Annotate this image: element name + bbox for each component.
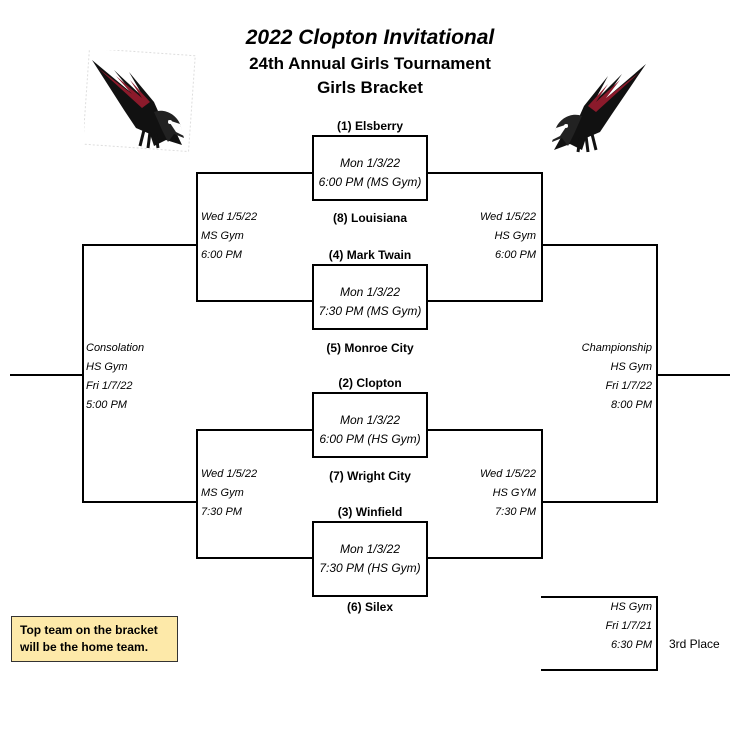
team-name: (5) Monroe City — [326, 341, 414, 355]
bracket-line — [82, 501, 198, 503]
eagle-mascot-icon — [84, 50, 196, 152]
bracket-line — [541, 501, 658, 503]
bracket-line — [196, 300, 313, 302]
bracket-line — [427, 557, 543, 559]
team-name: (3) Winfield — [337, 505, 403, 519]
game-date: Mon 1/3/22 — [339, 156, 401, 170]
team-name: (7) Wright City — [329, 469, 411, 483]
game-date: Mon 1/3/22 — [339, 542, 401, 556]
bracket-line — [196, 429, 313, 431]
game-time: 7:30 PM (MS Gym) — [318, 304, 422, 318]
bracket-line — [10, 374, 84, 376]
game-time: 6:00 PM (MS Gym) — [318, 175, 422, 189]
game-box: Mon 1/3/22 6:00 PM (MS Gym) — [312, 135, 428, 201]
page-title: 2022 Clopton Invitational — [245, 26, 495, 49]
bracket-line — [196, 557, 313, 559]
bracket-line — [541, 244, 658, 246]
bracket-line — [82, 244, 84, 503]
third-place-info: HS Gym Fri 1/7/21 6:30 PM — [605, 601, 652, 651]
team-name: (1) Elsberry — [336, 119, 404, 133]
game-date: Mon 1/3/22 — [339, 413, 401, 427]
game-box: Mon 1/3/22 6:00 PM (HS Gym) — [312, 392, 428, 458]
home-team-note: Top team on the bracket will be the home… — [11, 616, 178, 662]
team-name: (2) Clopton — [338, 376, 402, 390]
bracket-line — [656, 596, 658, 671]
game-time: 6:00 PM (HS Gym) — [319, 432, 421, 446]
bracket-line — [541, 429, 543, 559]
consolation-info: Consolation HS Gym Fri 1/7/22 5:00 PM — [86, 342, 145, 411]
bracket-line — [196, 172, 313, 174]
third-place-label: 3rd Place — [669, 637, 720, 651]
game-info: Wed 1/5/22 HS GYM 7:30 PM — [479, 468, 536, 518]
bracket-name: Girls Bracket — [317, 78, 423, 97]
bracket-line — [427, 300, 543, 302]
bracket-line — [196, 429, 198, 559]
game-box: Mon 1/3/22 7:30 PM (MS Gym) — [312, 264, 428, 330]
bracket-line — [427, 172, 543, 174]
bracket-line — [656, 244, 658, 503]
bracket-line — [541, 596, 658, 598]
page-subtitle: 24th Annual Girls Tournament — [249, 54, 491, 73]
team-name: (4) Mark Twain — [328, 248, 412, 262]
bracket-line — [427, 429, 543, 431]
bracket-line — [541, 172, 543, 302]
game-box: Mon 1/3/22 7:30 PM (HS Gym) — [312, 521, 428, 597]
game-info: Wed 1/5/22 MS Gym 7:30 PM — [201, 468, 258, 518]
bracket-line — [541, 669, 658, 671]
bracket-line — [82, 244, 198, 246]
team-name: (6) Silex — [346, 600, 394, 614]
game-time: 7:30 PM (HS Gym) — [319, 561, 421, 575]
team-name: (8) Louisiana — [332, 211, 407, 225]
game-date: Mon 1/3/22 — [339, 285, 401, 299]
game-info: Wed 1/5/22 HS Gym 6:00 PM — [479, 211, 536, 261]
eagle-mascot-icon — [552, 64, 646, 153]
championship-info: Championship HS Gym Fri 1/7/22 8:00 PM — [581, 342, 652, 411]
bracket-line — [196, 172, 198, 302]
bracket-line — [656, 374, 730, 376]
game-info: Wed 1/5/22 MS Gym 6:00 PM — [201, 211, 258, 261]
